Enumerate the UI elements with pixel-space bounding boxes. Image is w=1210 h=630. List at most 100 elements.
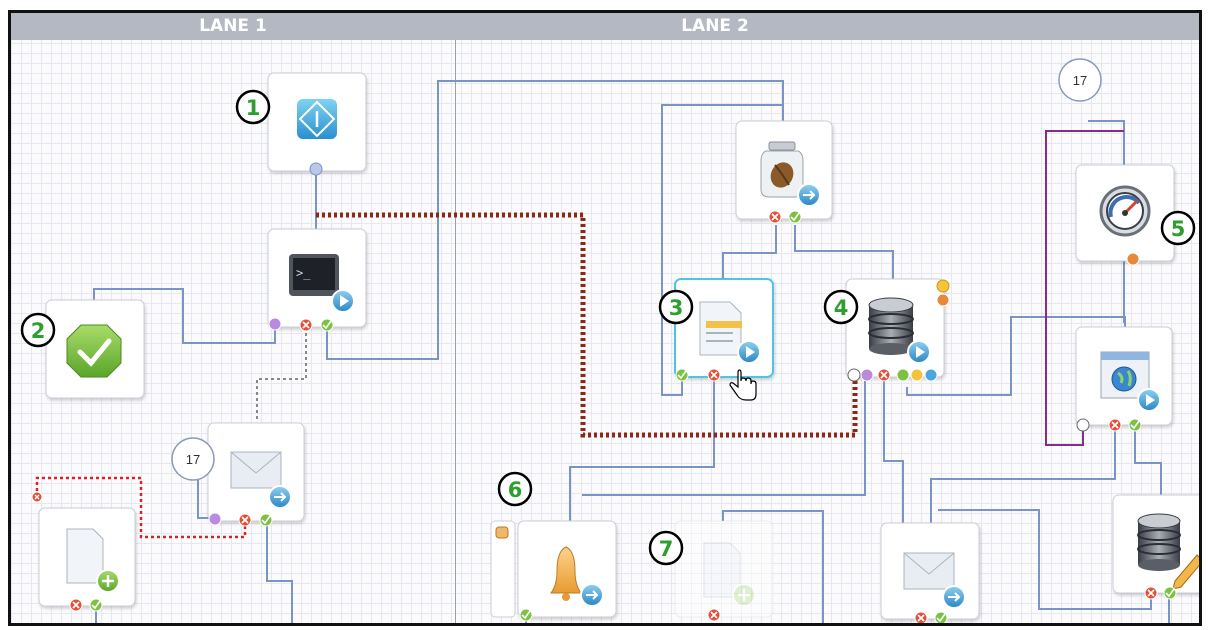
success-port-icon [1163,586,1177,600]
svg-text:1: 1 [246,96,261,120]
error-port-icon [1108,418,1122,432]
workflow-diagram: >_ [20,58,1202,624]
send-badge-icon [268,485,292,509]
callouts: 1 2 3 4 5 6 7 [20,89,1196,566]
connector-web-to-email2 [930,431,1116,523]
success-port-icon [934,611,948,623]
callout-5: 5 [1160,210,1196,246]
connector-createdoc-out [95,609,97,623]
start-diamond-icon [297,99,337,139]
connector-timer2-to-gauge [1088,120,1125,165]
success-port-icon [788,210,802,224]
database-pencil-icon [1137,513,1199,590]
node-gauge[interactable] [1075,164,1175,262]
node-email-lane2[interactable] [880,522,980,620]
connector-jar-to-doctask [722,225,777,279]
success-port-icon [89,598,103,612]
hand-cursor-icon [729,369,757,401]
node-create-document[interactable] [38,507,136,607]
callout-7: 7 [648,530,684,566]
callout-2: 2 [20,312,56,348]
lane-header-bar: LANE 1 LANE 2 [11,13,1199,40]
dotted-link-command-database [316,212,858,438]
gray-dotted-link-command-email [256,333,307,421]
svg-text:3: 3 [669,296,684,320]
purple-port-icon [268,317,282,331]
svg-text:6: 6 [508,478,523,502]
callout-3: 3 [658,289,694,325]
error-port-icon [914,611,928,623]
node-ports[interactable] [31,210,1177,624]
svg-text:>_: >_ [296,266,311,280]
node-email-lane1[interactable] [207,422,305,522]
node-disabled-document[interactable] [674,520,774,618]
hand-icon [495,526,509,539]
database-icon [868,297,914,355]
callout-4: 4 [823,289,859,325]
connector-disabled-doc [722,510,824,623]
info-port-icon [924,368,938,382]
error-port-icon [707,368,721,382]
error-port-icon [238,513,252,527]
success-port-icon [519,608,533,622]
red-dotted-link-createdoc-email [35,476,247,539]
connector-doctask-to-bell [569,381,715,521]
envelope-icon [903,552,955,590]
purple-port-icon [208,512,222,526]
envelope-icon [230,451,282,489]
node-database[interactable] [845,278,945,378]
document-add-icon [703,542,756,607]
send-badge-icon [942,585,966,609]
error-port-icon [1144,586,1158,600]
bell-icon [550,546,582,601]
clock-port-icon [847,368,861,382]
error-port-icon [31,491,43,503]
lane-1-header[interactable]: LANE 1 [199,16,267,36]
node-document-task[interactable] [674,278,774,378]
run-badge-icon [907,340,931,364]
connector-approval-to-command [93,288,276,344]
port-start-bottom [309,162,323,176]
callout-1: 1 [235,89,271,125]
svg-text:5: 5 [1171,217,1186,241]
timer-value: 17 [186,452,200,467]
node-approval[interactable] [45,299,145,399]
success-port-icon [1128,418,1142,432]
orange-check-icon [936,293,950,307]
node-web-browser[interactable] [1075,326,1173,426]
node-start[interactable] [267,72,367,172]
error-port-icon [707,608,721,622]
connector-command-to-jar [326,80,784,360]
globe-window-icon [1100,351,1150,399]
run-badge-icon [737,340,761,364]
connector-email2-to-dbedit [938,509,1152,610]
error-port-icon [299,318,313,332]
timer-circle-lane2[interactable]: 17 [1058,58,1102,102]
callout-6: 6 [497,471,533,507]
run-badge-icon [1137,388,1161,412]
node-notification[interactable] [490,520,617,618]
gauge-icon [1099,185,1151,237]
workflow-canvas[interactable]: LANE 1 LANE 2 [8,10,1202,626]
connector-database-to-email2 [883,381,904,523]
svg-text:7: 7 [659,537,674,561]
connector-doctask-loop [661,104,783,396]
node-command[interactable]: >_ [267,228,367,328]
timer-circle-lane1[interactable]: 17 [171,437,215,481]
connector-database-to-bell2 [582,381,866,496]
timer-value: 17 [1073,73,1087,88]
success-port-icon [675,368,689,382]
clock-port-icon [1076,418,1090,432]
node-database-edit[interactable] [1112,494,1202,594]
svg-text:2: 2 [31,319,46,343]
node-coffee-jar[interactable] [735,120,833,220]
lane-divider [455,40,456,623]
purple-port-icon [860,368,874,382]
terminal-icon: >_ [289,254,339,296]
orange-port-icon [1126,252,1140,266]
lane-2-header[interactable]: LANE 2 [681,16,749,36]
connector-email-out [266,524,293,623]
connector-web-to-dbedit [1134,431,1162,497]
success-port-icon [259,513,273,527]
run-badge-icon [331,289,355,313]
